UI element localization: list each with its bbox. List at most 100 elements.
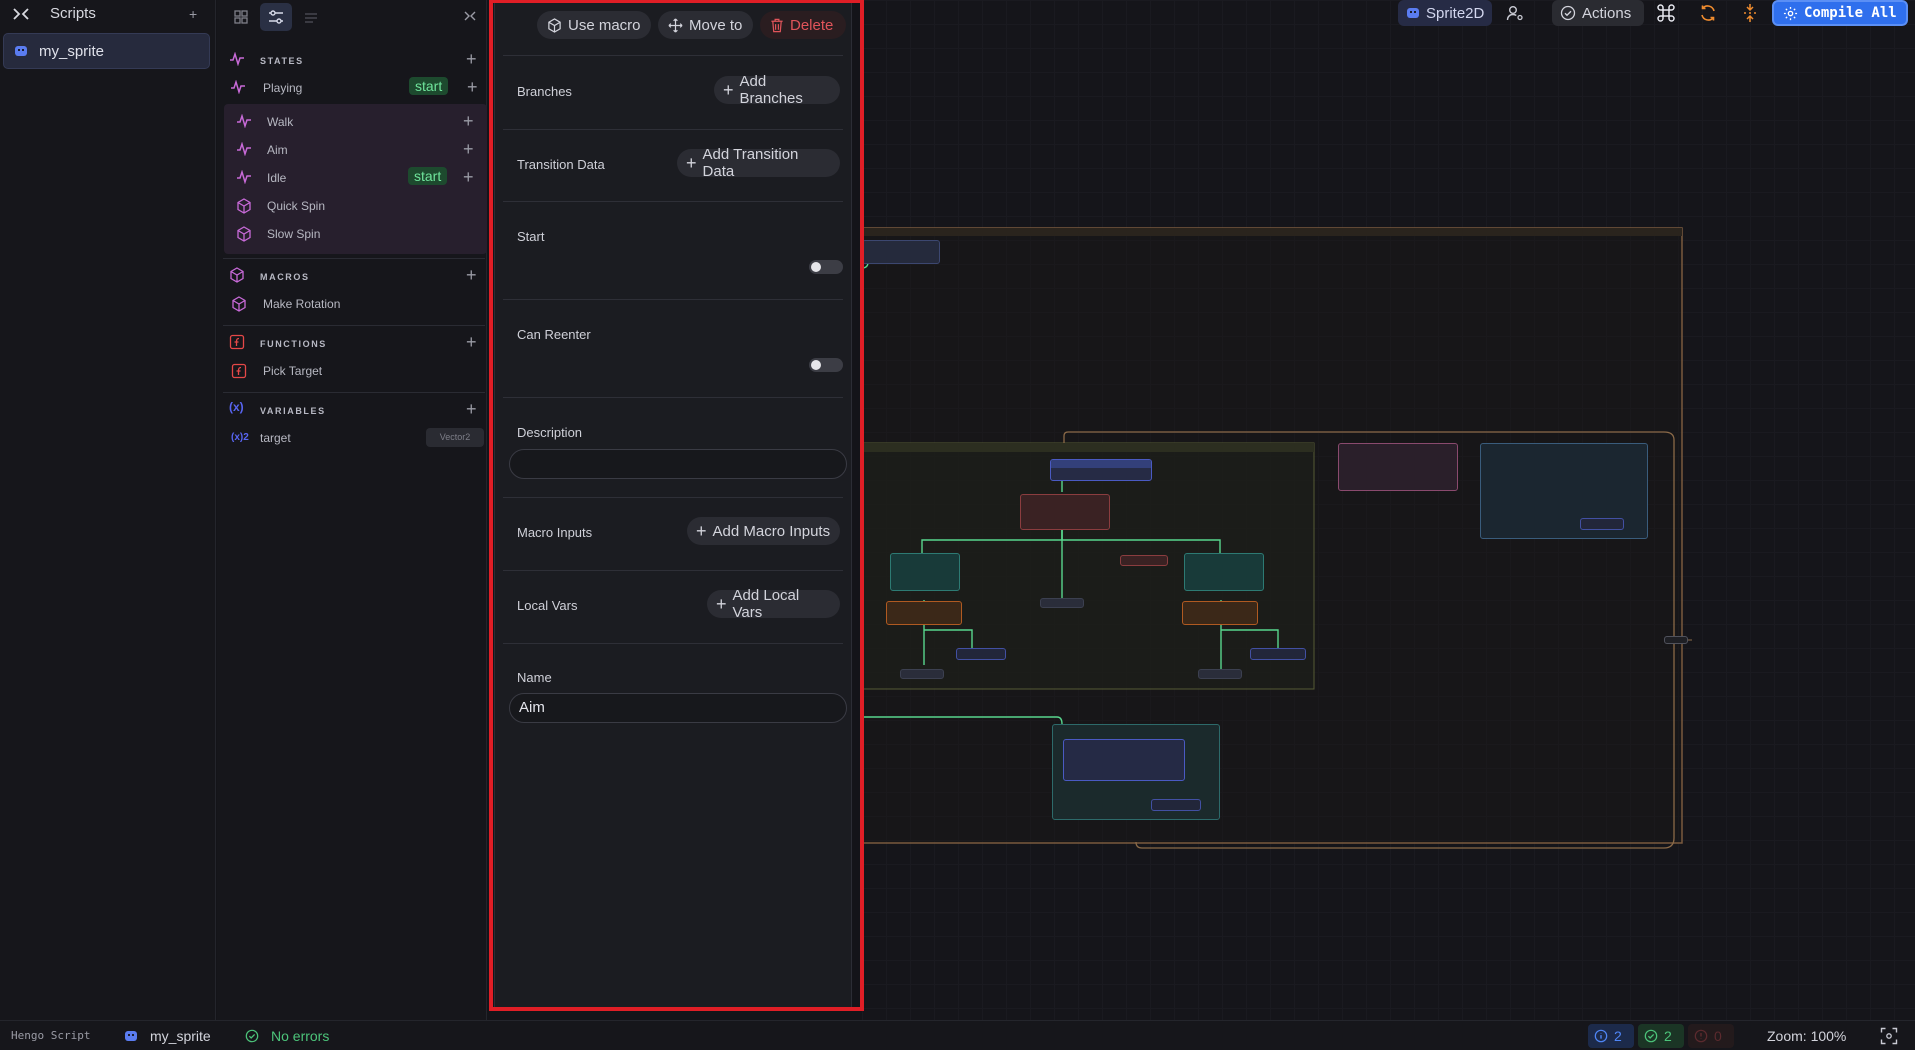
add-transition-data-button[interactable]: + Add Transition Data [677,146,840,180]
macros-section-title: MACROS [260,272,310,282]
name-input[interactable]: Aim [509,693,847,723]
tree-item-make-rotation[interactable]: Make Rotation [223,292,485,316]
node-set-position[interactable] [1184,553,1264,591]
graph-canvas[interactable] [862,0,1915,1020]
node-idle-state[interactable] [1338,443,1458,491]
add-child-button[interactable]: + [463,167,474,187]
add-variable-button[interactable]: + [466,399,477,419]
add-local-vars-button[interactable]: + Add Local Vars [707,587,840,621]
add-branches-label: Add Branches [739,73,803,107]
script-item-label: my_sprite [39,43,105,60]
start-badge: start [408,167,448,185]
user-settings-icon[interactable] [1506,4,1524,22]
fit-screen-icon[interactable] [1880,1027,1898,1045]
description-input[interactable] [509,449,847,479]
command-icon[interactable] [1656,3,1676,23]
compile-all-button[interactable]: Compile All [1772,0,1908,26]
node-transition[interactable] [886,601,962,625]
current-script[interactable]: my_sprite [150,1028,211,1044]
node-start[interactable] [862,240,940,264]
divider [503,570,843,571]
tree-item-walk[interactable]: Walk + [227,110,485,134]
use-macro-button[interactable]: Use macro [537,11,651,39]
add-child-button[interactable]: + [467,77,478,97]
error-count: 0 [1714,1028,1722,1044]
tree-item-playing[interactable]: Playing start + [223,76,485,100]
actions-button[interactable]: Actions [1552,0,1644,26]
add-function-button[interactable]: + [466,332,477,352]
sprite-icon [1406,6,1420,20]
collapse-tree-icon[interactable] [463,9,477,23]
info-count: 2 [1614,1028,1622,1044]
description-label: Description [517,425,583,440]
tree-item-label: Slow Spin [267,227,321,241]
node-pick-target[interactable] [1020,494,1110,530]
add-child-button[interactable]: + [463,111,474,131]
vector2-type-icon: (x)2 [231,432,249,443]
node-make-rotation[interactable] [1063,739,1185,781]
sprite-icon [14,44,28,58]
node-quick-spin-state[interactable] [1052,724,1220,820]
check-circle-icon [1644,1029,1658,1043]
tree-item-pick-target[interactable]: Pick Target [223,359,485,383]
name-label: Name [517,670,552,685]
add-state-button[interactable]: + [466,49,477,69]
tab-grid[interactable] [225,3,257,31]
collapse-vertical-icon[interactable] [1740,3,1760,23]
node-next[interactable] [1040,598,1084,608]
script-item-my-sprite[interactable]: my_sprite [3,33,210,69]
tree-item-label: Idle [267,171,287,185]
tree-item-aim[interactable]: Aim + [227,138,485,162]
cube-icon [547,17,562,33]
info-count-badge[interactable]: 2 [1588,1024,1634,1048]
divider [503,55,843,56]
branches-label: Branches [517,84,572,99]
add-macro-button[interactable]: + [466,265,477,285]
state-icon [230,80,246,94]
add-transition-data-label: Add Transition Data [702,146,799,180]
tab-properties[interactable] [260,3,292,31]
node-done[interactable] [1580,518,1624,530]
move-to-button[interactable]: Move to [658,11,753,39]
node-idle[interactable] [1151,799,1201,811]
node-transition[interactable] [1182,601,1258,625]
can-reenter-toggle[interactable] [809,358,843,372]
function-icon [229,334,245,350]
node-snow-spin[interactable] [1250,648,1306,660]
add-local-vars-label: Add Local Vars [732,587,800,621]
node-type-label: Sprite2D [1426,4,1485,22]
node-set-value[interactable] [890,553,960,591]
tree-item-quick-spin[interactable]: Quick Spin [227,194,485,218]
tree-item-target[interactable]: (x)2 target Vector2 [223,426,485,450]
tree-item-label: Walk [267,115,294,129]
divider [503,497,843,498]
divider [503,643,843,644]
state-icon [229,52,245,66]
node-next[interactable] [900,669,944,679]
node-point[interactable] [1120,555,1168,566]
node-aim[interactable] [1050,459,1152,481]
properties-panel: Use macro Move to Delete Branches + Add … [494,0,852,1010]
add-script-button[interactable]: + [189,6,198,22]
tree-item-idle[interactable]: Idle start + [227,166,485,190]
error-count-badge[interactable]: 0 [1688,1024,1734,1048]
divider [503,129,843,130]
divider [223,325,485,326]
node-walk[interactable] [956,648,1006,660]
add-branches-button[interactable]: + Add Branches [714,73,840,107]
tree-item-slow-spin[interactable]: Slow Spin [227,222,485,246]
ok-count-badge[interactable]: 2 [1638,1024,1684,1048]
tab-list[interactable] [295,3,327,31]
node-type-badge[interactable]: Sprite2D [1398,0,1492,26]
add-macro-inputs-button[interactable]: + Add Macro Inputs [687,517,840,545]
add-child-button[interactable]: + [463,139,474,159]
delete-button[interactable]: Delete [760,11,846,39]
cube-icon [229,267,245,283]
node-next[interactable] [1198,669,1242,679]
info-icon [1594,1029,1608,1043]
refresh-icon[interactable] [1698,3,1718,23]
start-toggle[interactable] [809,260,843,274]
plus-icon: + [716,594,727,614]
scripts-header: Scripts + [0,0,216,28]
collapse-icon[interactable] [12,6,32,22]
